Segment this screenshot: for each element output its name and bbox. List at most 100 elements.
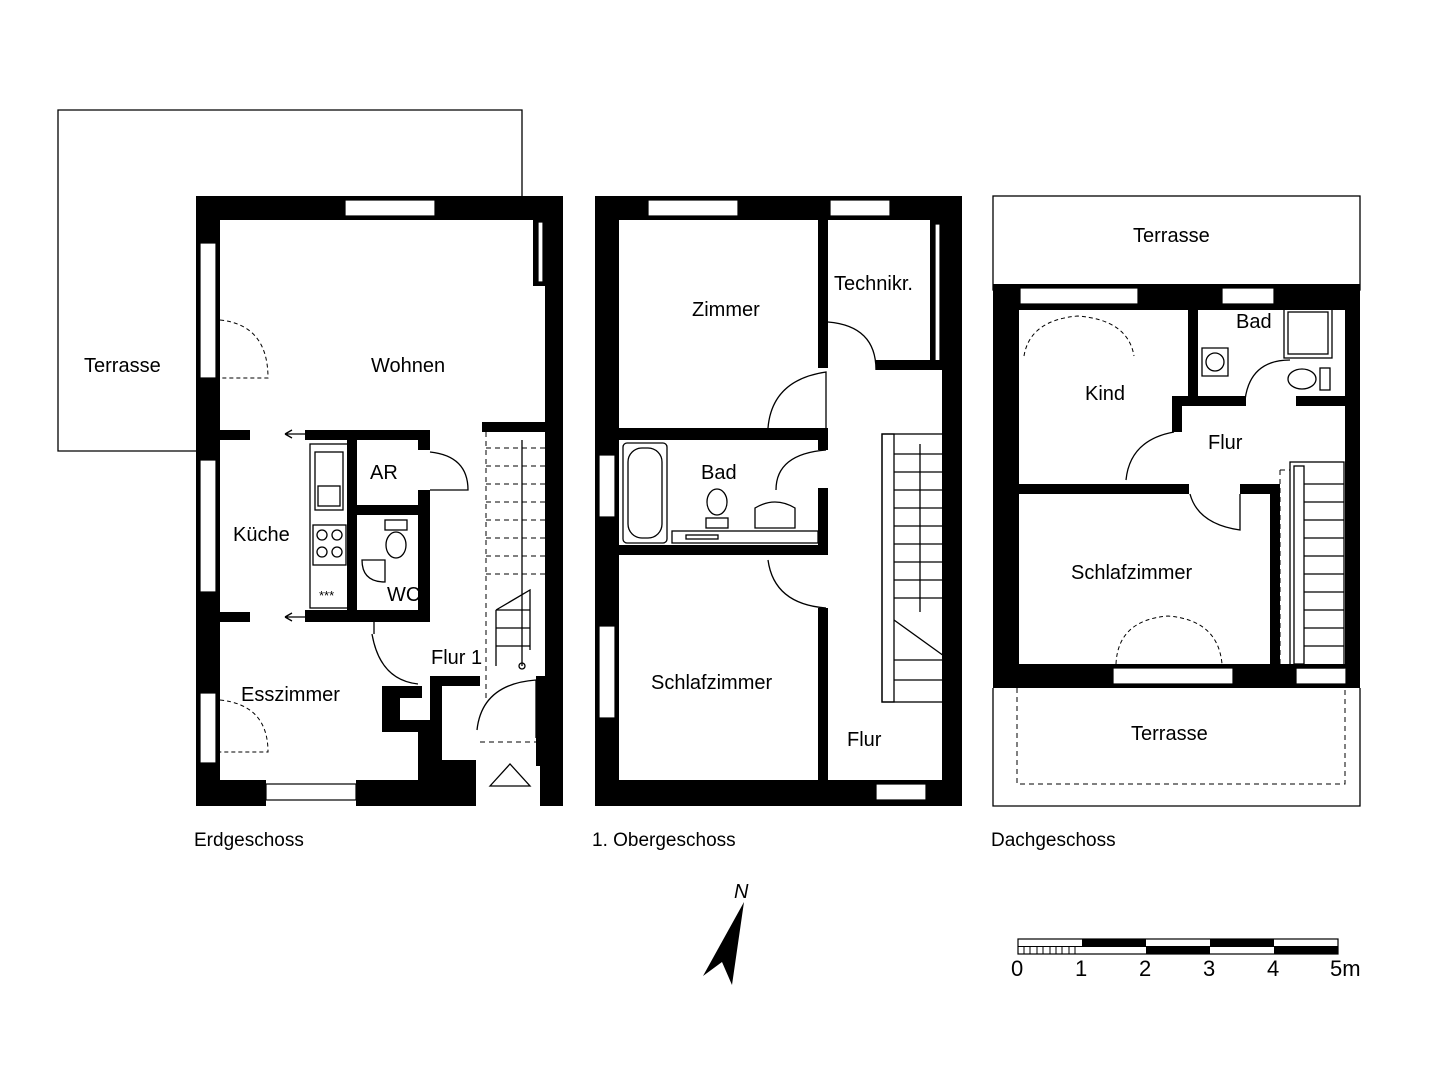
bathtub-inner — [627, 447, 663, 539]
bathtub — [622, 442, 668, 544]
attic-wall-stair-west — [1270, 484, 1280, 666]
attic-door-kind-terrace — [1023, 315, 1135, 357]
first-stair-treads — [894, 453, 944, 599]
ground-arrow-2 — [284, 612, 306, 622]
ground-wall-wc-bottom — [305, 610, 430, 622]
room-label-technik: Technikr. — [834, 273, 913, 295]
kitchen-sink-basin — [317, 485, 341, 507]
scale-tick-4: 4 — [1267, 956, 1279, 981]
first-floor-caption: 1. Obergeschoss — [592, 830, 736, 851]
attic-wall-bad-south2 — [1296, 396, 1348, 406]
ground-door-ar — [429, 451, 469, 491]
first-wall-bad-jamb — [818, 428, 828, 450]
room-label-flur: Flur — [1208, 432, 1243, 454]
first-door-bad — [775, 449, 827, 491]
ground-wall-entry-right — [536, 676, 546, 766]
room-label-flur: Flur — [847, 729, 882, 751]
ground-wall-entry-top — [430, 676, 480, 686]
first-stair-outline — [881, 433, 945, 703]
first-floor-plan: Zimmer Technikr. Bad Schlafzimmer Flur 1… — [592, 196, 962, 851]
ground-door-dining — [219, 699, 269, 753]
hob-ring-1 — [316, 529, 328, 541]
first-door-tech — [827, 321, 877, 371]
ground-niche-inner — [537, 221, 544, 283]
attic-wc-bowl — [1287, 368, 1317, 390]
first-wc-cistern — [705, 517, 729, 529]
room-label-kind: Kind — [1085, 383, 1125, 405]
ground-window-north — [344, 199, 436, 217]
first-window-west-1 — [598, 454, 616, 518]
attic-stair-treads — [1304, 483, 1344, 647]
first-wall-zimmer-east — [818, 220, 828, 368]
ground-stair-lower — [495, 588, 531, 666]
kitchen-hob — [312, 524, 347, 566]
ground-floor-caption: Erdgeschoss — [194, 830, 304, 851]
attic-window-stair — [1295, 667, 1347, 685]
room-label-bad: Bad — [701, 462, 737, 484]
ground-arrow-1 — [284, 429, 306, 439]
room-label-flur: Flur 1 — [431, 647, 482, 669]
first-washbasin — [754, 501, 796, 529]
ground-wall-south-west — [196, 780, 266, 806]
attic-wall-kind-east — [1172, 396, 1182, 432]
attic-stair-rail — [1293, 465, 1305, 665]
first-bath-counter — [671, 530, 819, 544]
attic-window-south — [1112, 667, 1234, 685]
ground-wall-ar-right — [418, 430, 430, 450]
first-tech-niche-inner — [934, 223, 941, 365]
attic-washbasin — [1201, 347, 1229, 377]
ground-wall-dining-top — [220, 612, 250, 622]
attic-stair-outline — [1289, 461, 1345, 669]
first-wall-bad-east — [818, 488, 828, 554]
ground-door-entry — [476, 679, 537, 738]
ground-stair-edges — [485, 432, 549, 700]
scale-tick-1: 1 — [1075, 956, 1087, 981]
first-window-north-2 — [829, 199, 891, 217]
hob-ring-3 — [316, 546, 328, 558]
room-label-terrasse-south: Terrasse — [1131, 723, 1208, 745]
attic-shower-inner — [1287, 311, 1329, 355]
attic-washbasin-bowl — [1205, 352, 1225, 372]
room-label-wohnen: Wohnen — [371, 355, 445, 377]
room-label-kueche: Küche — [233, 524, 290, 546]
kitchen-sink — [314, 451, 344, 511]
attic-window-north-2 — [1221, 287, 1275, 305]
ground-wall-ar-bottom — [347, 505, 430, 515]
first-stair-dashed — [894, 701, 945, 780]
room-label-zimmer: Zimmer — [692, 299, 760, 321]
ground-stair-treads — [486, 447, 548, 575]
ground-wall-east — [545, 196, 563, 806]
first-wall-bad-south — [619, 545, 828, 555]
attic-door-schlaf — [1189, 493, 1241, 531]
room-label-ar: AR — [370, 462, 398, 484]
ground-window-south — [265, 783, 357, 801]
attic-wc-cistern — [1319, 367, 1331, 391]
attic-terrace-south-dashed — [1016, 688, 1346, 785]
wc-bowl — [385, 531, 407, 559]
scale-tick-3: 3 — [1203, 956, 1215, 981]
first-door-schlaf — [767, 559, 827, 609]
scale-tick-0: 0 — [1011, 956, 1023, 981]
ground-window-west-1 — [199, 242, 217, 379]
attic-terrace-south — [992, 688, 1361, 807]
ground-wall-kitchen-top — [220, 430, 250, 440]
ground-wall-south-mid — [356, 780, 442, 806]
scale-bar: 0 1 2 3 4 5m — [1011, 938, 1361, 981]
north-arrow-icon: N — [703, 881, 749, 985]
entrance-marker-icon — [488, 763, 532, 787]
scale-tick-5: 5m — [1330, 956, 1361, 981]
ground-window-west-3 — [199, 692, 217, 764]
attic-wall-east — [1345, 284, 1360, 688]
first-bath-counter-detail — [685, 534, 719, 540]
room-label-terrasse-north: Terrasse — [1133, 225, 1210, 247]
room-label-schlafzimmer: Schlafzimmer — [651, 672, 772, 694]
attic-window-north-1 — [1019, 287, 1139, 305]
ground-wall-kitchen-top2 — [305, 430, 430, 440]
hob-ring-2 — [331, 529, 343, 541]
kitchen-counter — [309, 443, 349, 609]
room-label-bad: Bad — [1236, 311, 1272, 333]
attic-wall-flur-south — [1240, 484, 1280, 494]
attic-wall-kind-south — [1019, 484, 1189, 494]
attic-floor-caption: Dachgeschoss — [991, 830, 1116, 851]
